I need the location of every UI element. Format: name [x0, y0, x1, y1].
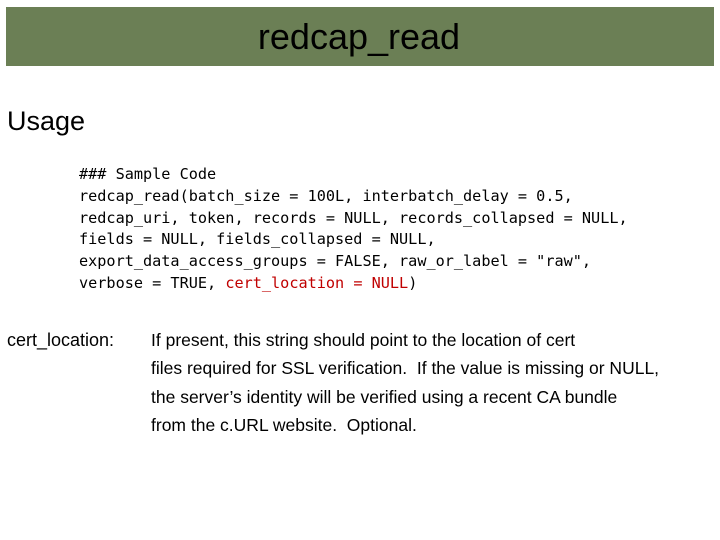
description-line-3: the server’s identity will be verified u… [151, 386, 618, 407]
parameter-description: If present, this string should point to … [151, 326, 711, 440]
parameter-name: cert_location: [7, 330, 115, 350]
code-line-3: fields = NULL, fields_collapsed = NULL, [79, 230, 436, 249]
sample-code-block: ### Sample Code redcap_read(batch_size =… [79, 164, 628, 295]
slide-title: redcap_read [257, 16, 461, 57]
title-bar [6, 7, 714, 66]
code-comment-line: ### Sample Code [79, 165, 217, 183]
cert-location-highlight: cert_location = NULL [225, 273, 409, 292]
code-line-2: redcap_uri, token, records = NULL, recor… [79, 208, 628, 227]
description-line-1: If present, this string should point to … [151, 330, 576, 350]
description-line-2: files required for SSL verification. If … [151, 358, 660, 379]
code-line-1: redcap_read(batch_size = 100L, interbatc… [79, 186, 573, 205]
description-line-4: from the c.URL website. Optional. [151, 415, 417, 436]
usage-heading: Usage [7, 106, 86, 136]
code-line-4: export_data_access_groups = FALSE, raw_o… [79, 252, 592, 271]
code-line-5-suffix: ) [408, 273, 418, 292]
code-line-5-prefix: verbose = TRUE, [79, 273, 226, 292]
code-line-5: verbose = TRUE, cert_location = NULL) [79, 273, 628, 295]
